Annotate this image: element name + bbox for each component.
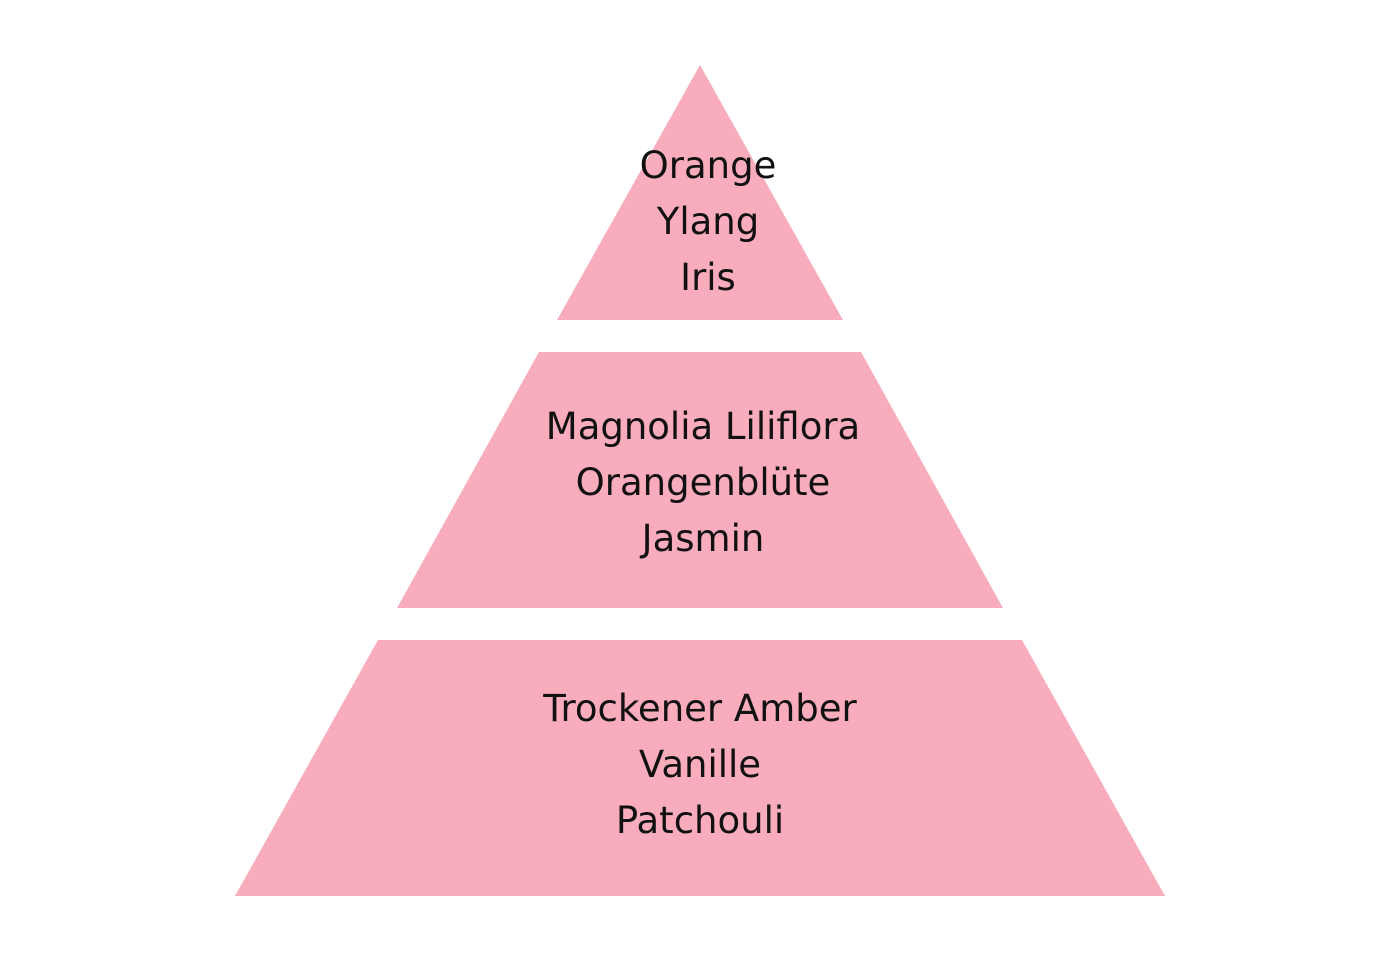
- heart-note-2: Orangenblüte: [575, 461, 831, 504]
- pyramid-tier-top: [557, 65, 843, 320]
- heart-note-1: Magnolia Liliflora: [545, 405, 861, 448]
- heart-note-3: Jasmin: [641, 517, 765, 560]
- base-note-3: Patchouli: [615, 799, 785, 842]
- top-note-1: Orange: [639, 144, 777, 187]
- heart-notes-label: Magnolia Liliflora Orangenblüte Jasmin: [3, 399, 1400, 567]
- base-note-2: Vanille: [638, 743, 762, 786]
- base-note-1: Trockener Amber: [543, 687, 857, 730]
- top-note-3: Iris: [680, 256, 736, 299]
- base-notes-label: Trockener Amber Vanille Patchouli: [0, 681, 1400, 849]
- top-notes-label: Orange Ylang Iris: [8, 138, 1400, 306]
- pyramid-tier-bottom: [235, 640, 1165, 896]
- top-note-2: Ylang: [656, 200, 760, 243]
- pyramid-tier-middle: [397, 352, 1003, 608]
